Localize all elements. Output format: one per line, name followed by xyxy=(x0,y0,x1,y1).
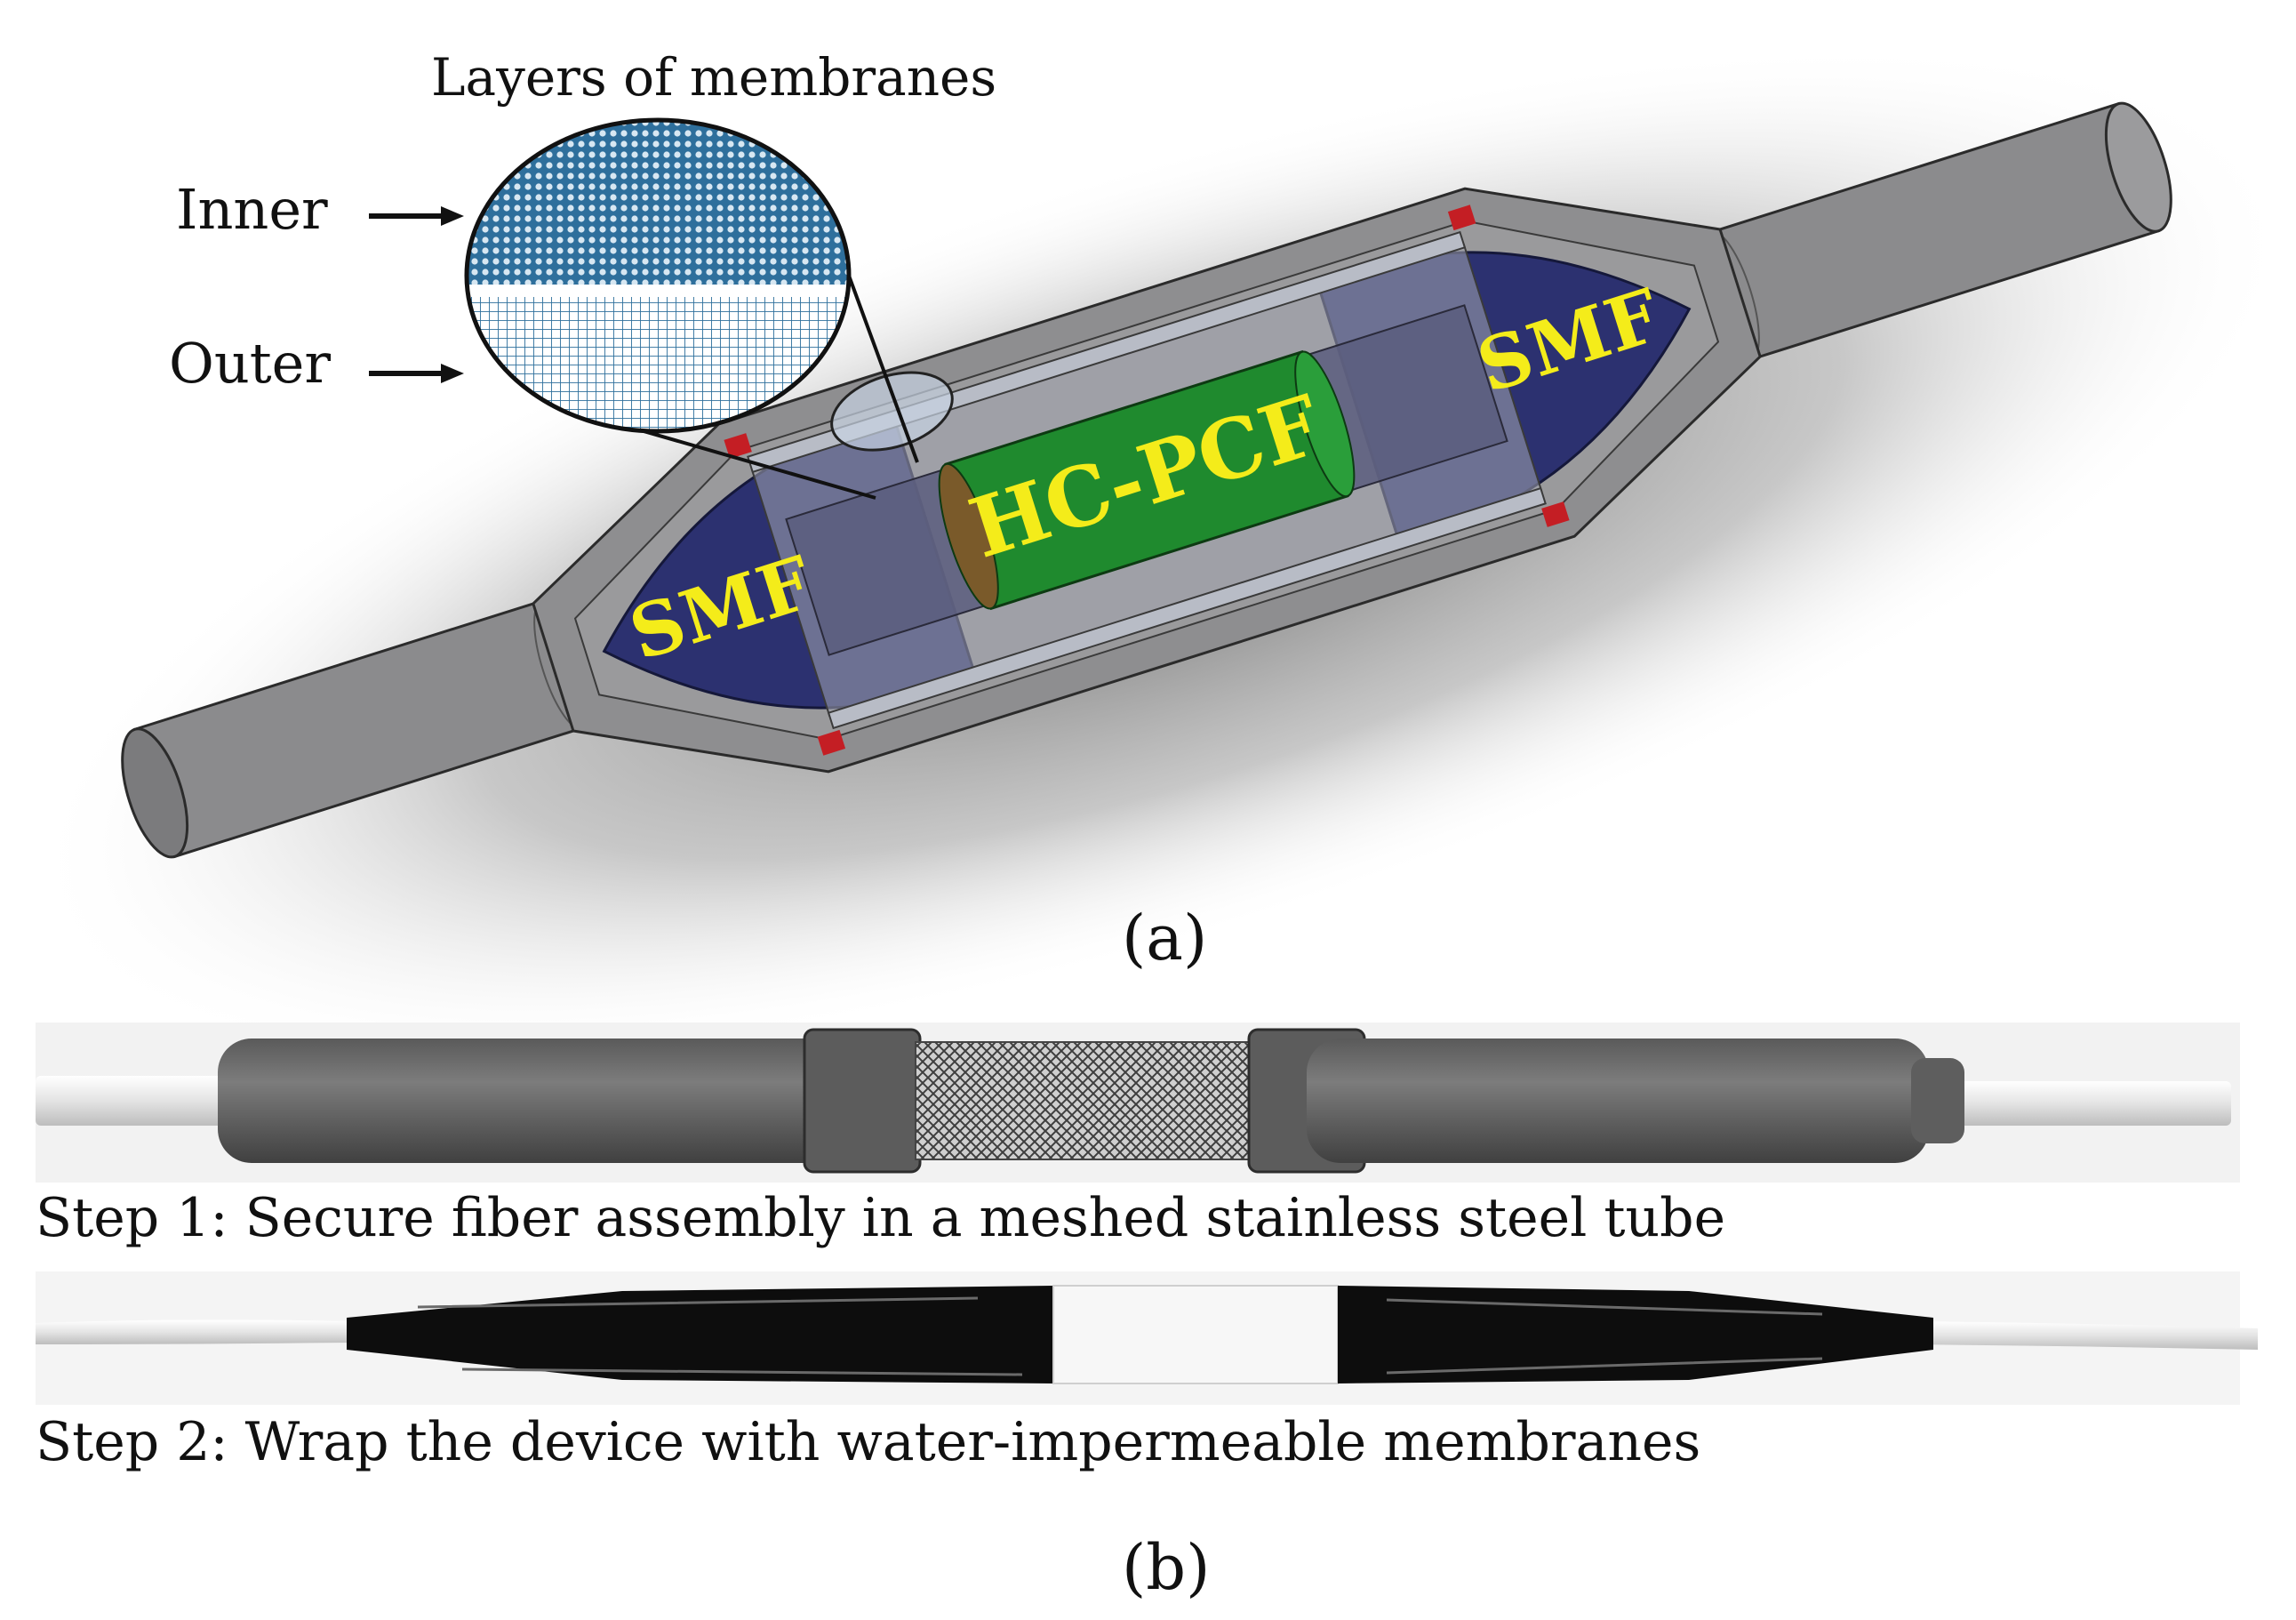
panel-b-step1-photo xyxy=(36,1023,2240,1183)
step1-caption: Step 1: Secure fiber assembly in a meshe… xyxy=(36,1187,1726,1249)
seal-marker xyxy=(724,433,752,459)
white-center-section xyxy=(1052,1285,1339,1384)
black-membrane-left xyxy=(347,1286,1053,1383)
steel-mesh-tube xyxy=(915,1041,1254,1160)
panel-b-label: (b) xyxy=(1122,1531,1211,1604)
seal-marker xyxy=(1541,501,1570,527)
inner-arrow xyxy=(369,206,464,226)
inner-membrane-mesh xyxy=(467,120,849,285)
panel-a-device: SMF SMF HC-PCF xyxy=(28,44,2295,1063)
inner-layer-label: Inner xyxy=(176,177,328,242)
inset-title: Layers of membranes xyxy=(431,47,997,108)
heat-shrink-right xyxy=(1307,1039,1929,1163)
panel-a-label: (a) xyxy=(1122,902,1208,974)
seal-marker xyxy=(1447,205,1476,231)
seal-marker xyxy=(817,729,846,756)
magnified-spot xyxy=(830,371,954,452)
step2-caption: Step 2: Wrap the device with water-imper… xyxy=(36,1411,1701,1473)
outer-layer-label: Outer xyxy=(169,331,332,396)
outer-arrow xyxy=(369,364,464,383)
device-housing: SMF SMF HC-PCF xyxy=(121,101,2172,859)
heat-shrink-left xyxy=(218,1039,893,1163)
panel-b-step2-photo xyxy=(36,1271,2258,1405)
zoom-line xyxy=(847,275,919,463)
